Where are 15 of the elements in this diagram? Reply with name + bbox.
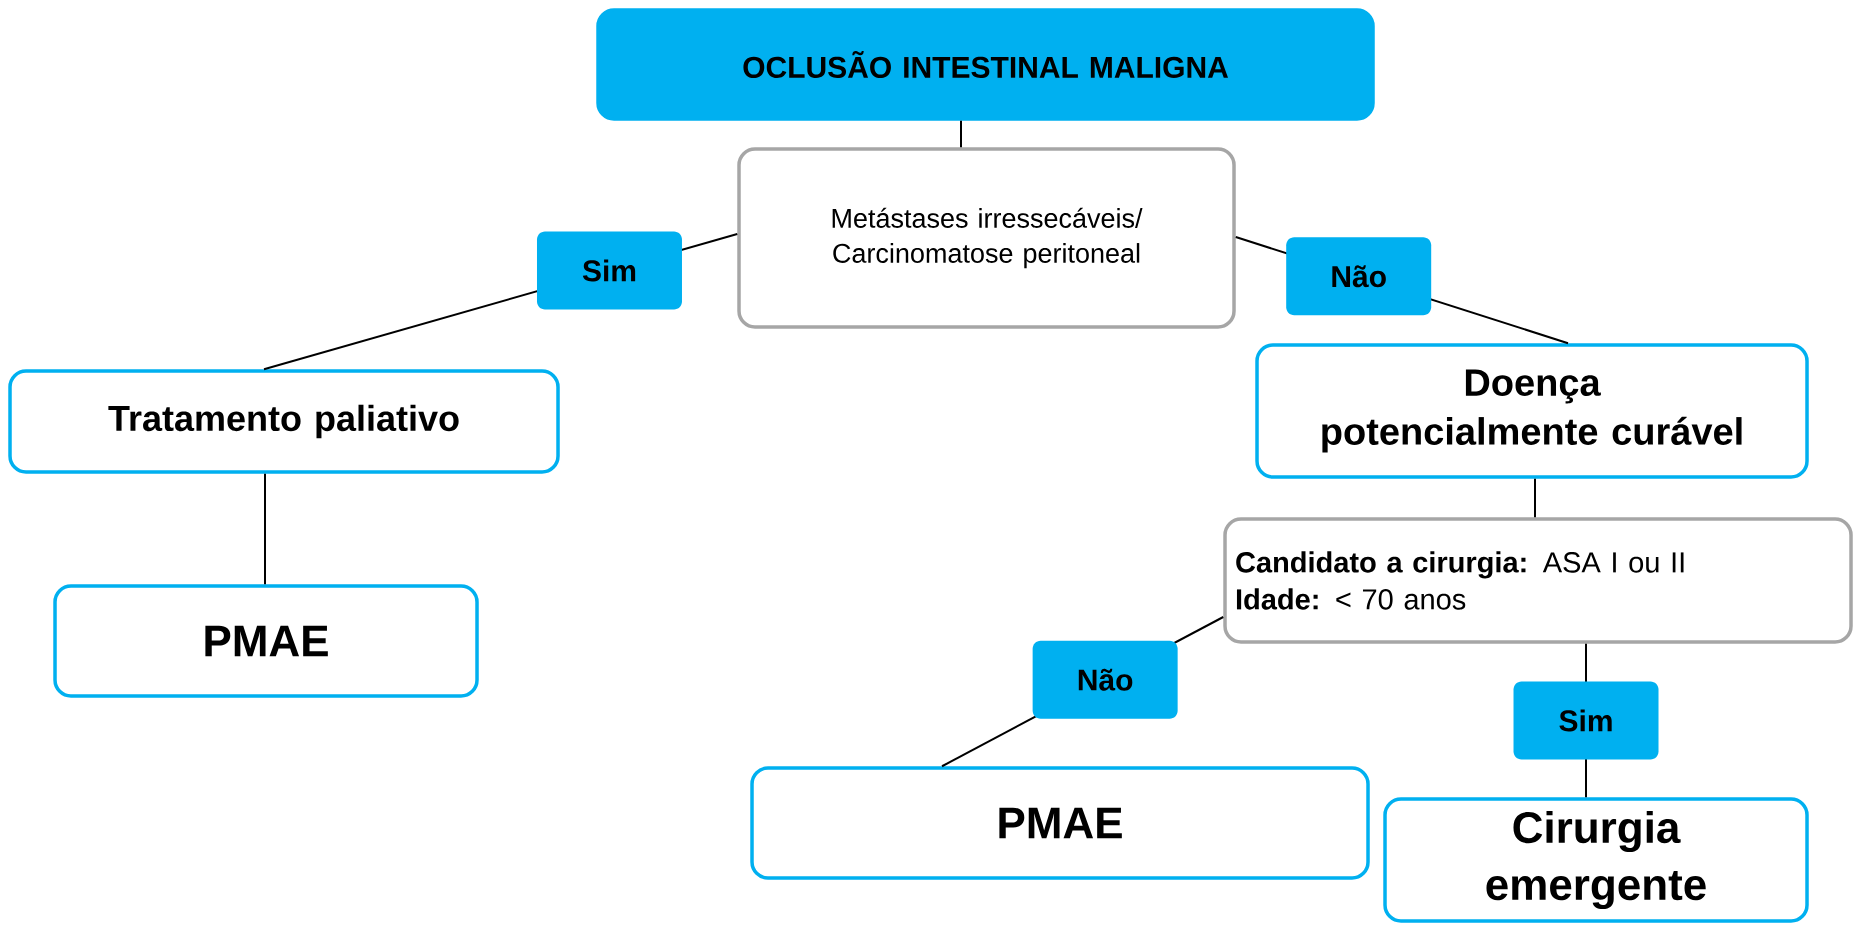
edge-label: Não [1286, 237, 1432, 316]
edge-label: Sim [1513, 681, 1659, 760]
outcome-box: Cirurgia emergente [1383, 797, 1809, 923]
outcome-box: PMAE [750, 766, 1370, 880]
connector-line [960, 119, 962, 149]
connector-line [264, 472, 266, 586]
outcome-box: PMAE [53, 584, 479, 698]
question-box: Metástases irressecáveis/ Carcinomatose peritoneal [737, 147, 1236, 329]
title-box: OCLUSÃO INTESTINAL MALIGNA [596, 8, 1375, 121]
connector-line [1534, 477, 1536, 519]
question-box: Candidato a cirurgia: ASA I ou II Idade: < 70 anos [1223, 517, 1853, 644]
outcome-box: Tratamento paliativo [8, 369, 560, 474]
outcome-box: Doença potencialmente curável [1255, 343, 1809, 479]
edge-label: Não [1032, 640, 1178, 719]
edge-label: Sim [537, 231, 682, 310]
